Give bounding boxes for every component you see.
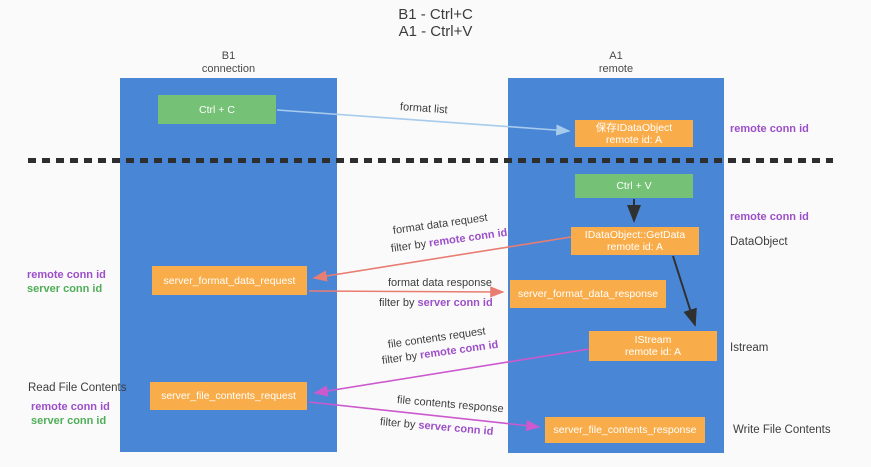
- annotation-dataobject: DataObject: [730, 236, 788, 248]
- annotation-left-bottom-server-conn-id: server conn id: [31, 415, 107, 427]
- filter-key-server-conn-id: server conn id: [417, 419, 494, 438]
- diagram-title: B1 - Ctrl+C A1 - Ctrl+V: [0, 6, 871, 40]
- node-server-format-data-request: server_format_data_request: [152, 266, 307, 295]
- annotation-left-remote-conn-id: remote conn id: [27, 269, 106, 281]
- node-server-format-data-response: server_format_data_response: [510, 280, 666, 308]
- filter-prefix: filter by: [390, 237, 430, 255]
- node-server-file-contents-request: server_file_contents_request: [150, 382, 307, 410]
- istream-line2: remote id: A: [624, 346, 682, 358]
- title-line-2: A1 - Ctrl+V: [398, 23, 473, 40]
- node-ctrl-c: Ctrl + C: [158, 95, 276, 124]
- annotation-remote-conn-id-top: remote conn id: [730, 123, 809, 135]
- istream-line1: IStream: [634, 334, 672, 346]
- annotation-remote-conn-id-mid: remote conn id: [730, 211, 809, 223]
- server-file-contents-request-label: server_file_contents_request: [161, 390, 296, 402]
- annotation-left-server-conn-id: server conn id: [27, 283, 103, 295]
- ctrl-c-label: Ctrl + C: [199, 103, 235, 116]
- server-file-contents-response-label: server_file_contents_response: [553, 424, 697, 436]
- node-istream: IStream remote id: A: [589, 331, 717, 361]
- lane-b1-name: B1: [221, 50, 236, 62]
- lane-b1-role: connection: [201, 63, 256, 75]
- title-line-1: B1 - Ctrl+C: [398, 6, 473, 23]
- edge-label-file-contents-response: file contents response: [396, 394, 505, 416]
- lane-header-a1: A1 remote: [508, 50, 724, 76]
- edge-filter-file-contents-response: filter by server conn id: [379, 416, 493, 438]
- filter-prefix: filter by: [381, 349, 421, 367]
- node-ctrl-v: Ctrl + V: [575, 174, 693, 198]
- node-server-file-contents-response: server_file_contents_response: [545, 417, 705, 443]
- save-idataobject-line1: 保存IDataObject: [595, 121, 673, 134]
- annotation-write-file-contents: Write File Contents: [733, 424, 831, 436]
- filter-key-server-conn-id: server conn id: [417, 297, 493, 309]
- annotation-istream: Istream: [730, 342, 769, 354]
- getdata-line1: IDataObject::GetData: [584, 229, 686, 241]
- filter-prefix: filter by: [379, 416, 419, 432]
- arrow-format-data-response: [308, 286, 505, 298]
- getdata-line2: remote id: A: [606, 241, 664, 253]
- lane-a1-role: remote: [598, 63, 634, 75]
- lane-a1-name: A1: [609, 50, 623, 62]
- lane-header-b1: B1 connection: [120, 50, 337, 76]
- ctrl-v-label: Ctrl + V: [616, 180, 652, 192]
- session-divider-dashed-line: [28, 158, 833, 163]
- server-format-data-request-label: server_format_data_request: [163, 274, 296, 287]
- node-save-idataobject: 保存IDataObject remote id: A: [575, 120, 693, 147]
- edge-filter-format-data-response: filter by server conn id: [379, 297, 493, 309]
- filter-prefix: filter by: [379, 297, 418, 309]
- edge-label-format-list: format list: [399, 101, 448, 117]
- annotation-left-bottom-remote-conn-id: remote conn id: [31, 401, 110, 413]
- edge-label-format-data-response: format data response: [388, 277, 492, 289]
- server-format-data-response-label: server_format_data_response: [517, 288, 659, 300]
- node-idataobject-getdata: IDataObject::GetData remote id: A: [571, 227, 699, 255]
- annotation-read-file-contents: Read File Contents: [28, 382, 127, 394]
- save-idataobject-line2: remote id: A: [605, 133, 663, 146]
